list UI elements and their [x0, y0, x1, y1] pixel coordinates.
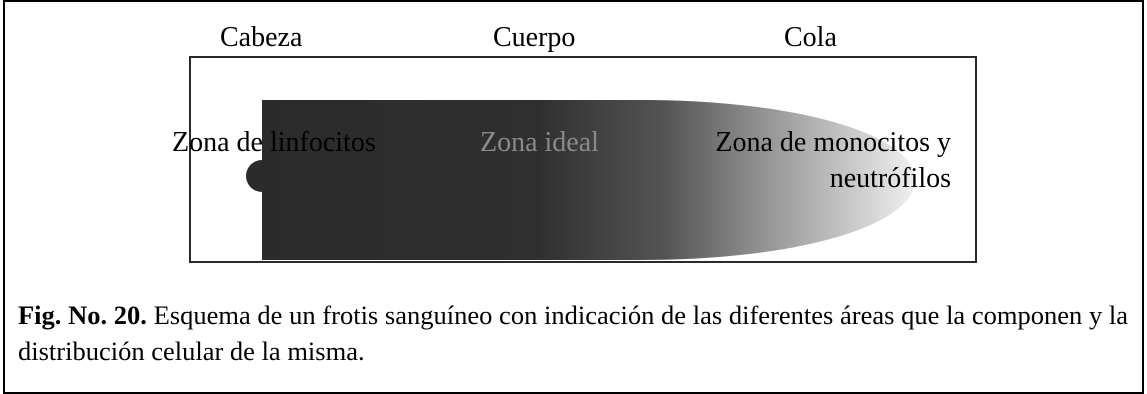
caption-text: Esquema de un frotis sanguíneo con indic…: [18, 300, 1129, 366]
region-label-head: Cabeza: [220, 22, 303, 53]
zone-label-lymphocytes: Zona de linfocitos: [172, 127, 376, 158]
figure-frame: [3, 0, 1144, 394]
frame-top-border: [3, 0, 1144, 2]
caption-label: Fig. No. 20.: [18, 300, 147, 330]
zone-label-monocytes-line1: Zona de monocitos y: [715, 127, 951, 158]
zone-label-monocytes-line2: neutrófilos: [829, 163, 951, 194]
zone-label-ideal: Zona ideal: [480, 127, 599, 158]
zone-label-monocytes: Zona de monocitos y neutrófilos: [688, 125, 951, 197]
region-label-tail: Cola: [784, 22, 837, 53]
figure-caption: Fig. No. 20. Esquema de un frotis sanguí…: [18, 297, 1128, 369]
region-label-body: Cuerpo: [493, 22, 576, 53]
smear-body: [262, 100, 915, 260]
